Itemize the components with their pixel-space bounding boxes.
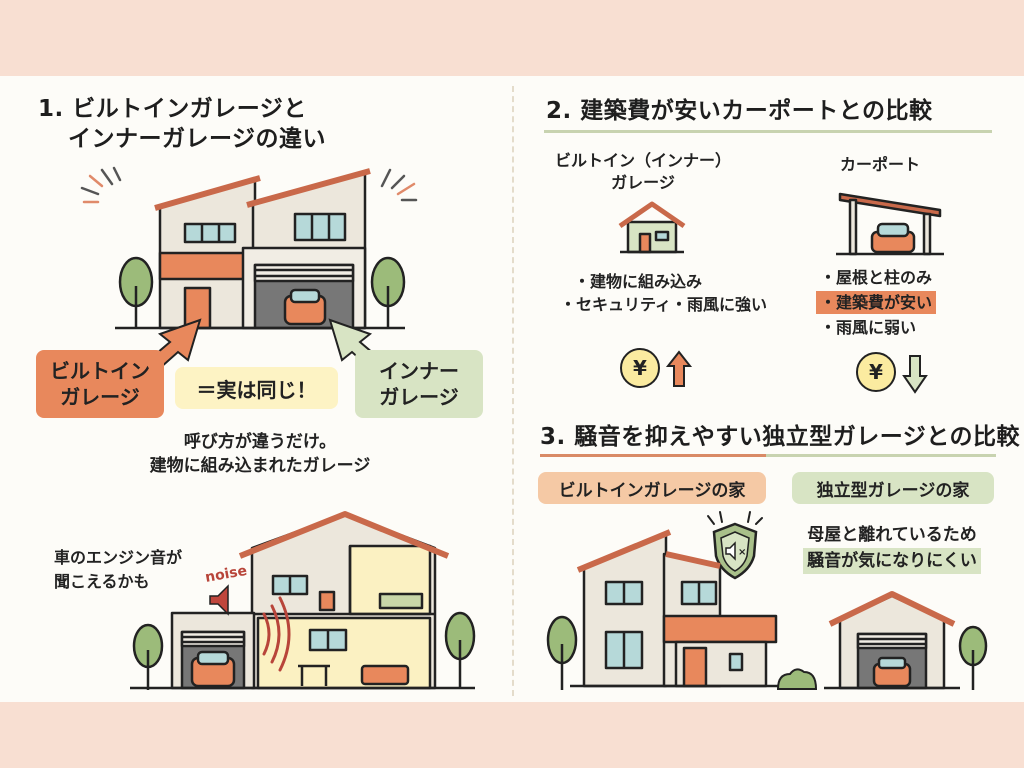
tree-icon <box>370 256 406 328</box>
section2-title-rule <box>544 130 992 133</box>
section2-right-title: カーポート <box>839 155 920 174</box>
label-inner-garage: インナー ガレージ <box>355 350 483 418</box>
section3-note: 母屋と離れているため 騒音が気になりにくい <box>790 522 994 574</box>
tag-detached-garage-house: 独立型ガレージの家 <box>792 472 994 504</box>
section2-left-bullets: ・建物に組み込み ・セキュリティ・雨風に強い <box>560 272 768 314</box>
carport-icon <box>836 192 944 256</box>
detached-garage-illustration <box>824 591 960 690</box>
tree-icon <box>958 625 988 690</box>
cutaway-house-noise-illustration: noise <box>130 511 475 690</box>
section2-title: 2. 建築費が安いカーポートとの比較 <box>546 98 933 124</box>
arrow-up-icon <box>665 350 693 387</box>
noise-caption: 車のエンジン音が 聞こえるかも <box>54 548 183 591</box>
label-equal-same: ＝実は同じ！ <box>175 367 338 409</box>
svg-text:noise: noise <box>204 563 248 586</box>
tree-icon <box>444 611 476 688</box>
section3-title-rule-orange <box>540 454 766 457</box>
builtin-garage-house-illustration-2 <box>570 529 780 688</box>
tree-icon <box>118 256 154 328</box>
label-builtin-garage: ビルトイン ガレージ <box>36 350 164 418</box>
yen-coin-icon: ¥ <box>620 348 660 388</box>
arrow-down-icon <box>902 355 928 394</box>
soundproof-shield-icon: × <box>707 511 763 580</box>
tree-icon <box>546 615 578 690</box>
section1-note: 呼び方が違うだけ。 建物に組み込まれたガレージ <box>149 432 371 476</box>
infographic-canvas: 1. ビルトインガレージと インナーガレージの違い <box>0 76 1024 702</box>
section2-left-title: ビルトイン（インナー） ガレージ <box>554 151 731 192</box>
bottom-band <box>0 702 1024 768</box>
highlight-cheap-cost: ・建築費が安い <box>816 291 937 314</box>
tag-builtin-garage-house: ビルトインガレージの家 <box>538 472 766 504</box>
section3-title: 3. 騒音を抑えやすい独立型ガレージとの比較 <box>540 424 1021 450</box>
tree-icon <box>132 623 164 690</box>
top-band <box>0 0 1024 76</box>
section2-right-bullets: ・屋根と柱のみ ・建築費が安い ・雨風に弱い <box>816 266 937 339</box>
sparkle-left-icon <box>80 166 122 204</box>
section3-title-rule-green <box>766 454 996 457</box>
svg-text:×: × <box>738 547 746 558</box>
column-divider <box>512 86 514 696</box>
section1-title: 1. ビルトインガレージと インナーガレージの違い <box>38 96 327 152</box>
bush-icon <box>776 668 818 690</box>
builtin-garage-house-illustration <box>115 168 405 330</box>
sparkle-right-icon <box>380 168 418 202</box>
house-icon <box>618 201 686 254</box>
yen-coin-icon: ¥ <box>856 352 896 392</box>
